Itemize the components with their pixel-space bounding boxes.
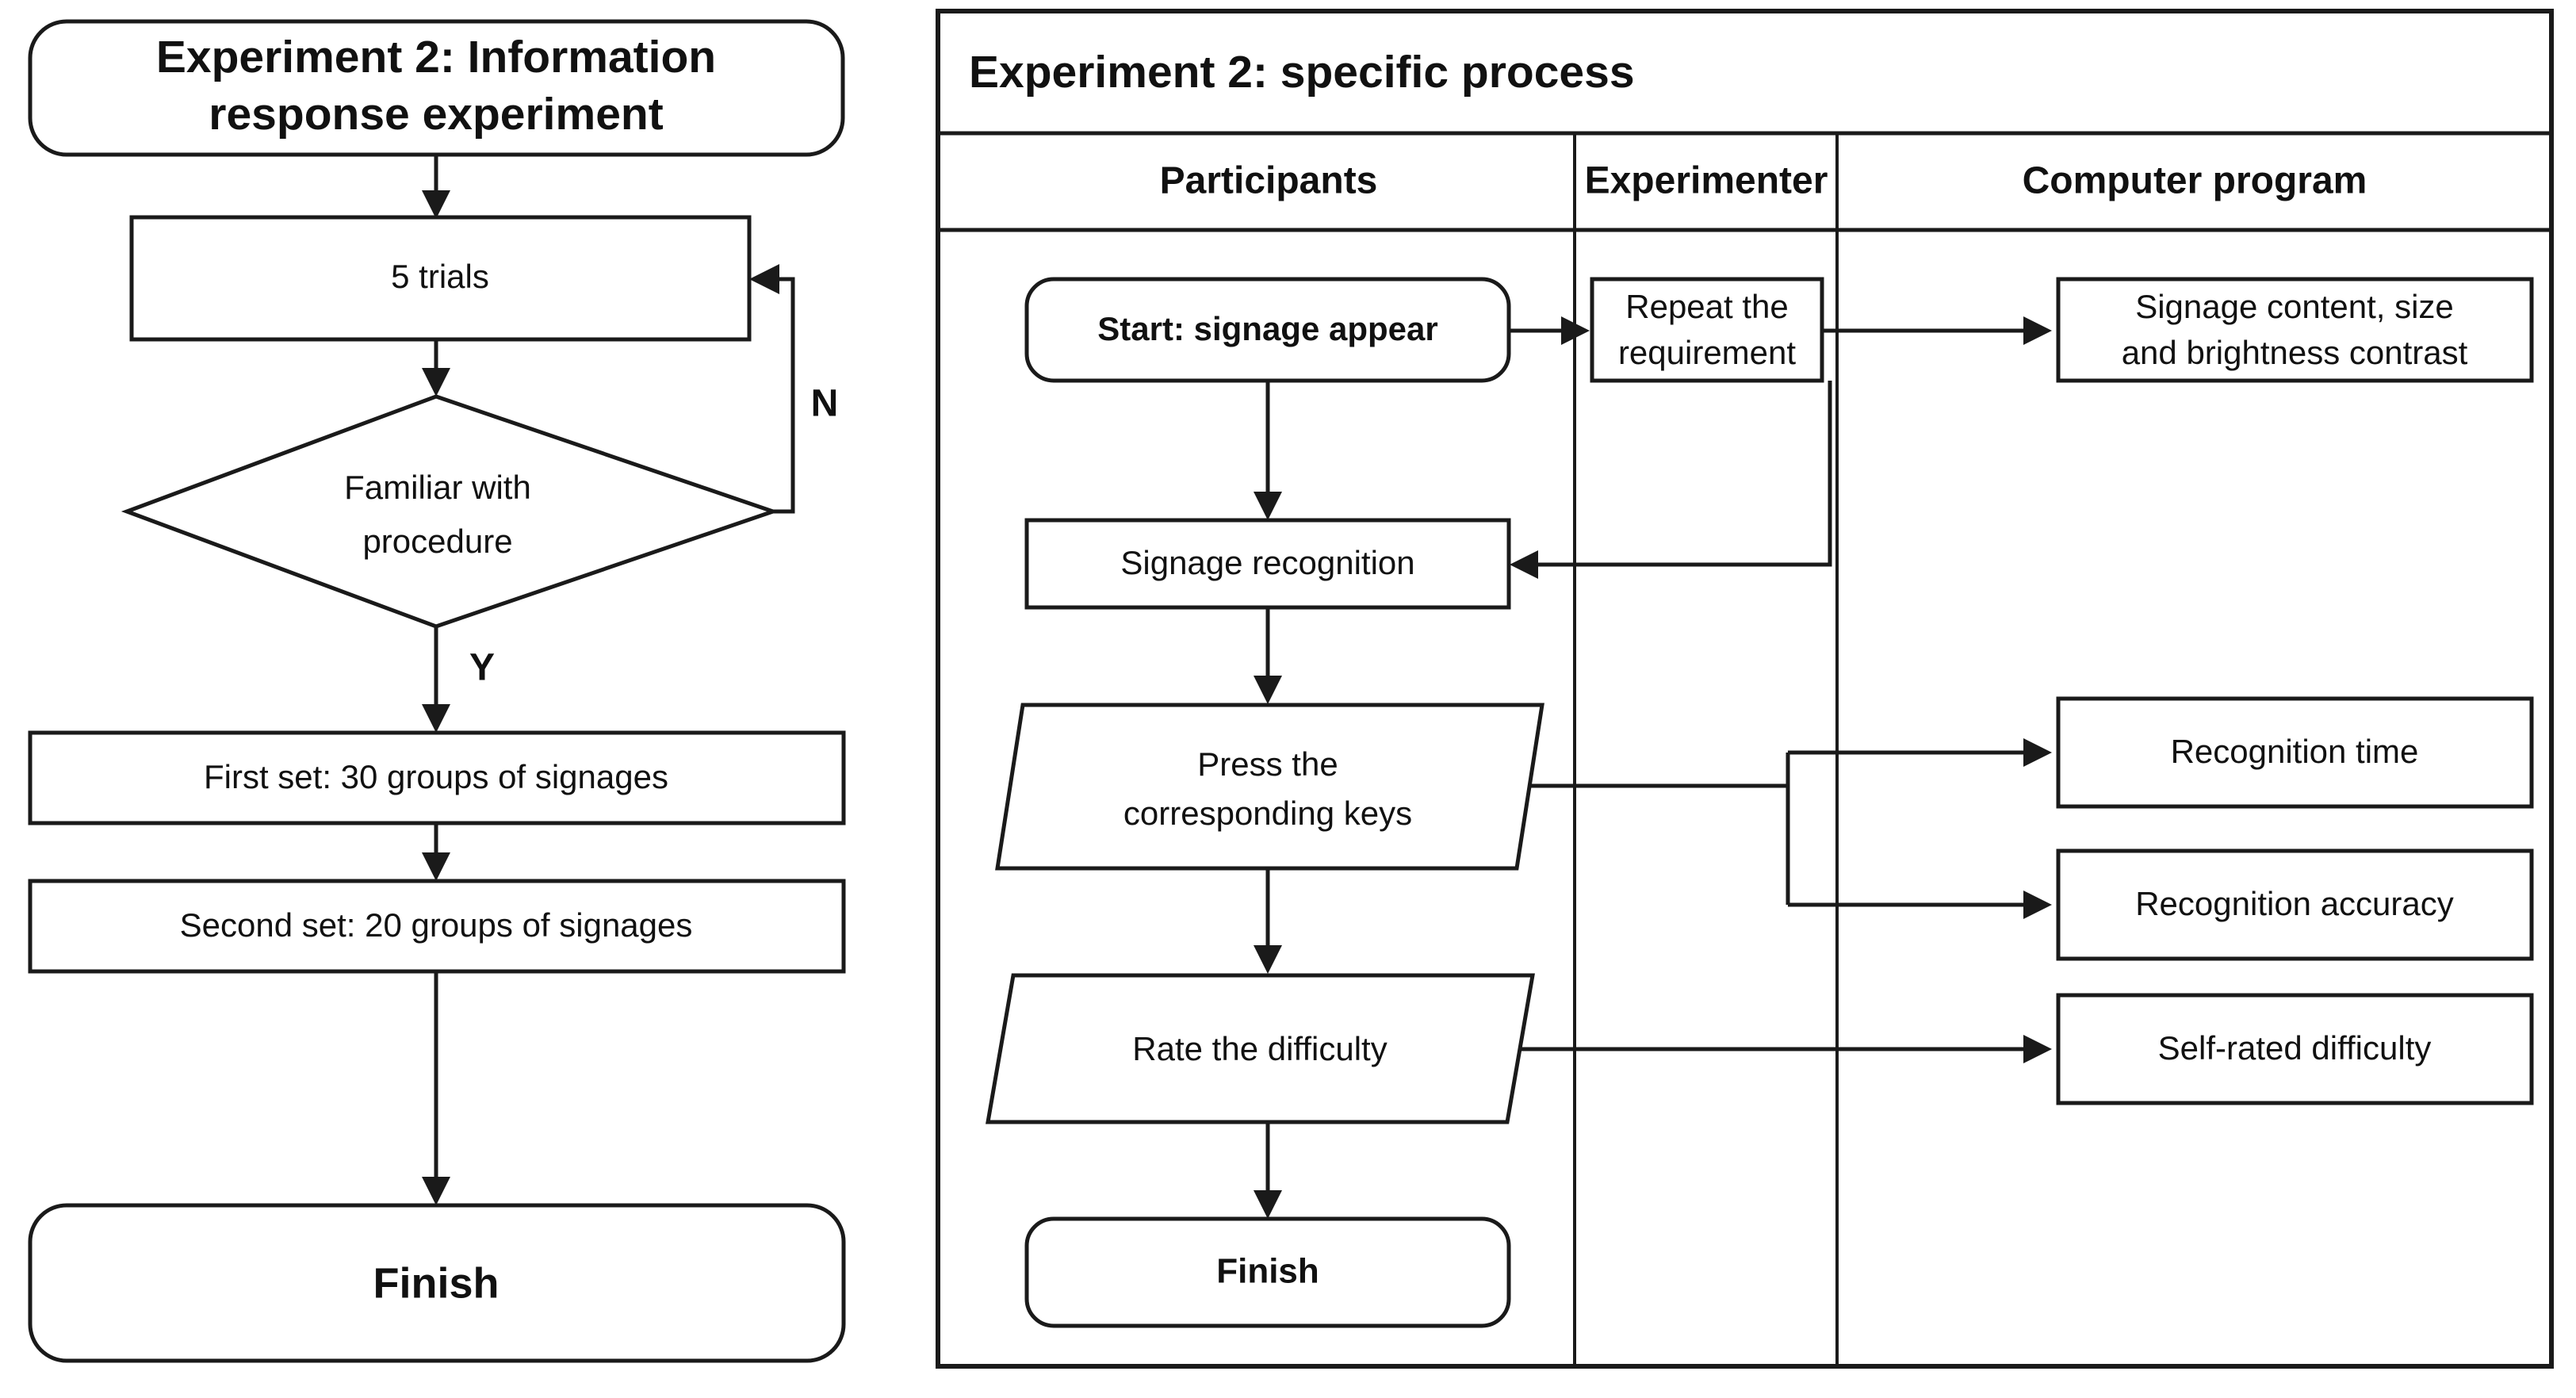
node-left-finish-shape [28,1203,846,1363]
node-self-rated-difficulty: Self-rated difficulty [2056,993,2534,1105]
feedback-repeat-to-recognition [1510,381,1832,579]
node-5-trials-label: 5 trials [391,258,489,295]
branch-label-no: N [811,383,839,425]
arrowhead-icon [1254,945,1282,974]
column-header-computer-program: Computer program [2023,160,2367,202]
node-recognition-time: Recognition time [2056,696,2534,809]
arrowhead-icon [749,264,779,294]
node-repeat-line2: requirement [1618,334,1796,371]
arrowhead-icon [1510,550,1538,579]
node-start-signage-appear: Start: signage appear [1024,277,1511,383]
node-right-finish-shape [1024,1216,1511,1328]
node-signage-recognition-label: Signage recognition [1120,544,1414,581]
node-right-finish-label: Finish [1216,1252,1319,1291]
decision-label-line1: Familiar with [344,469,531,506]
node-recognition-time-shape [2056,696,2534,809]
decision-familiar-with-procedure: Familiar with procedure [121,394,779,629]
node-second-set-label: Second set: 20 groups of signages [180,906,693,944]
node-right-finish: Finish [1024,1216,1511,1328]
right-flowchart: Experiment 2: specific process Participa… [936,9,2554,1369]
node-repeat-line1: Repeat the [1625,288,1789,325]
arrowhead-icon [1561,316,1590,345]
decision-label-line2: procedure [362,523,512,560]
branch-label-yes: Y [469,647,495,689]
node-second-set: Second set: 20 groups of signages [28,879,846,974]
node-rate-difficulty: Rate the difficulty [986,973,1535,1124]
arrowhead-icon [422,704,450,733]
arrow-start-to-repeat [1509,316,1590,345]
right-panel-border [936,9,2554,1369]
node-self-rated-difficulty-label: Self-rated difficulty [2158,1029,2432,1067]
node-signage-content-meta-shape [2056,277,2534,383]
node-recognition-accuracy-label: Recognition accuracy [2135,885,2454,922]
arrow-repeat-to-signage-meta [1822,316,2052,345]
node-5-trials: 5 trials [129,215,752,342]
node-second-set-shape [28,879,846,974]
arrow-title-to-trials [422,155,450,219]
arrow-second-to-finish [422,971,450,1205]
column-header-participants: Participants [1160,160,1378,202]
node-first-set-shape [28,730,846,825]
node-press-corresponding-keys: Press the corresponding keys [995,703,1544,871]
node-press-keys-line2: corresponding keys [1123,795,1412,832]
node-signage-meta-line2: and brightness contrast [2122,334,2468,371]
arrow-yes-to-first-set: Y [422,626,495,733]
node-recognition-time-label: Recognition time [2171,733,2419,770]
arrowhead-icon [2023,1035,2052,1063]
node-signage-recognition-shape [1024,518,1511,610]
left-flowchart: Experiment 2: Information response exper… [28,19,846,1363]
node-left-finish: Finish [28,1203,846,1363]
column-header-experimenter: Experimenter [1585,160,1828,202]
arrow-recognition-to-press-keys [1254,607,1282,704]
left-title-line2: response experiment [209,89,663,140]
node-repeat-requirement: Repeat the requirement [1590,277,1824,383]
arrow-trials-to-decision [422,339,450,396]
arrow-first-to-second-set [422,823,450,881]
left-title-line1: Experiment 2: Information [156,32,716,82]
node-5-trials-shape [129,215,752,342]
node-rate-difficulty-label: Rate the difficulty [1132,1030,1387,1067]
node-signage-content-meta: Signage content, size and brightness con… [2056,277,2534,383]
arrow-start-to-signage-recognition [1254,381,1282,520]
arrow-rate-to-finish [1254,1122,1282,1219]
right-panel-title: Experiment 2: specific process [969,47,1635,98]
node-first-set-label: First set: 30 groups of signages [204,758,668,795]
loop-no-branch: N [749,264,839,514]
arrowhead-icon [1254,676,1282,704]
arrowhead-icon [422,190,450,219]
arrow-press-keys-to-rate-difficulty [1254,868,1282,974]
node-first-set: First set: 30 groups of signages [28,730,846,825]
node-press-keys-line1: Press the [1197,745,1338,783]
arrowhead-icon [2023,891,2052,919]
arrowhead-icon [2023,738,2052,767]
left-title-node: Experiment 2: Information response exper… [28,19,845,157]
node-signage-meta-line1: Signage content, size [2135,288,2454,325]
arrowhead-icon [1254,1190,1282,1219]
node-rate-difficulty-shape [986,973,1535,1124]
node-signage-recognition: Signage recognition [1024,518,1511,610]
decision-shape [121,394,779,629]
arrowhead-icon [422,368,450,396]
node-recognition-accuracy: Recognition accuracy [2056,848,2534,961]
node-self-rated-difficulty-shape [2056,993,2534,1105]
arrowhead-icon [1254,492,1282,520]
node-start-label: Start: signage appear [1097,310,1437,347]
arrowhead-icon [2023,316,2052,345]
split-press-keys-to-outputs [1530,738,2052,919]
node-press-keys-shape [995,703,1544,871]
arrowhead-icon [422,1177,450,1205]
arrowhead-icon [422,852,450,881]
node-left-finish-label: Finish [373,1259,500,1307]
node-recognition-accuracy-shape [2056,848,2534,961]
arrow-rate-to-self-rated [1520,1035,2052,1063]
